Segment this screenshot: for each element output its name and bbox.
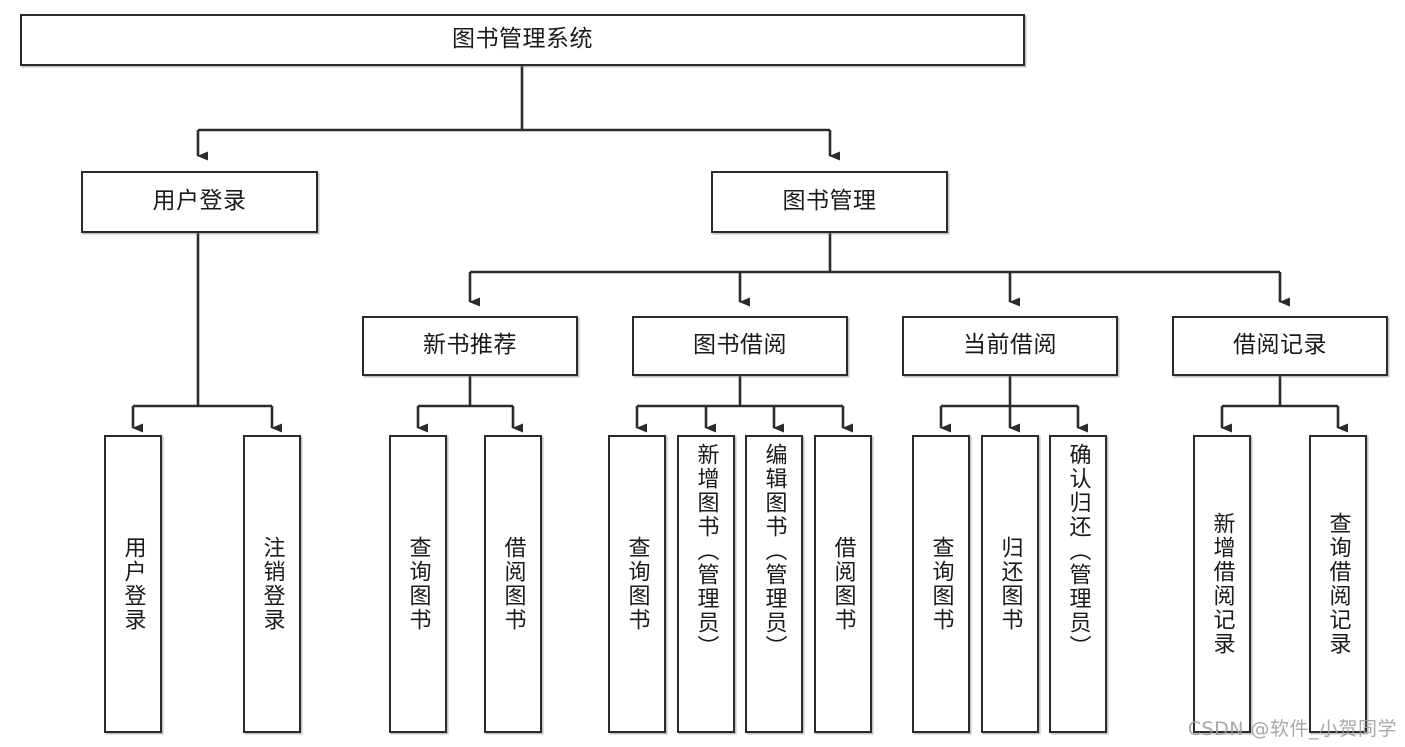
node-leaf-borrow-book-2[interactable]: 借阅图书 xyxy=(814,435,872,733)
node-borrow-record[interactable]: 借阅记录 xyxy=(1172,316,1388,376)
node-user-login[interactable]: 用户登录 xyxy=(81,171,318,233)
node-leaf-add-book[interactable]: 新增图书（管理员） xyxy=(677,435,735,733)
node-leaf-user-login[interactable]: 用户登录 xyxy=(104,435,162,733)
node-leaf-borrow-book-1-label: 借阅图书 xyxy=(500,536,526,632)
node-new-book-rec-label: 新书推荐 xyxy=(423,332,517,359)
node-current-borrow-label: 当前借阅 xyxy=(963,332,1057,359)
node-leaf-edit-book-label: 编辑图书（管理员） xyxy=(761,443,787,659)
node-leaf-return-book-label: 归还图书 xyxy=(997,536,1023,632)
node-new-book-rec[interactable]: 新书推荐 xyxy=(362,316,578,376)
node-leaf-query-book-2-label: 查询图书 xyxy=(624,536,650,632)
node-book-manage[interactable]: 图书管理 xyxy=(711,171,948,233)
node-leaf-add-record-label: 新增借阅记录 xyxy=(1209,512,1235,656)
node-leaf-query-book-3[interactable]: 查询图书 xyxy=(912,435,970,733)
node-book-borrow-label: 图书借阅 xyxy=(693,332,787,359)
node-user-login-label: 用户登录 xyxy=(152,188,247,215)
node-leaf-query-book-1[interactable]: 查询图书 xyxy=(389,435,447,733)
node-root[interactable]: 图书管理系统 xyxy=(20,14,1025,66)
node-leaf-add-book-label: 新增图书（管理员） xyxy=(693,443,719,659)
node-leaf-edit-book[interactable]: 编辑图书（管理员） xyxy=(745,435,803,733)
node-book-borrow[interactable]: 图书借阅 xyxy=(632,316,848,376)
node-leaf-return-book[interactable]: 归还图书 xyxy=(981,435,1039,733)
node-leaf-query-book-3-label: 查询图书 xyxy=(928,536,954,632)
node-root-label: 图书管理系统 xyxy=(452,26,593,53)
node-leaf-confirm-return-label: 确认归还（管理员） xyxy=(1065,443,1091,659)
node-leaf-query-record-label: 查询借阅记录 xyxy=(1325,512,1351,656)
node-leaf-logout[interactable]: 注销登录 xyxy=(243,435,301,733)
node-leaf-confirm-return[interactable]: 确认归还（管理员） xyxy=(1049,435,1107,733)
node-leaf-borrow-book-2-label: 借阅图书 xyxy=(830,536,856,632)
node-leaf-user-login-label: 用户登录 xyxy=(120,536,146,632)
node-leaf-add-record[interactable]: 新增借阅记录 xyxy=(1193,435,1251,733)
node-borrow-record-label: 借阅记录 xyxy=(1233,332,1327,359)
node-leaf-query-record[interactable]: 查询借阅记录 xyxy=(1309,435,1367,733)
node-leaf-query-book-1-label: 查询图书 xyxy=(405,536,431,632)
node-current-borrow[interactable]: 当前借阅 xyxy=(902,316,1118,376)
node-book-manage-label: 图书管理 xyxy=(782,188,877,215)
node-leaf-logout-label: 注销登录 xyxy=(259,536,285,632)
node-leaf-query-book-2[interactable]: 查询图书 xyxy=(608,435,666,733)
node-leaf-borrow-book-1[interactable]: 借阅图书 xyxy=(484,435,542,733)
